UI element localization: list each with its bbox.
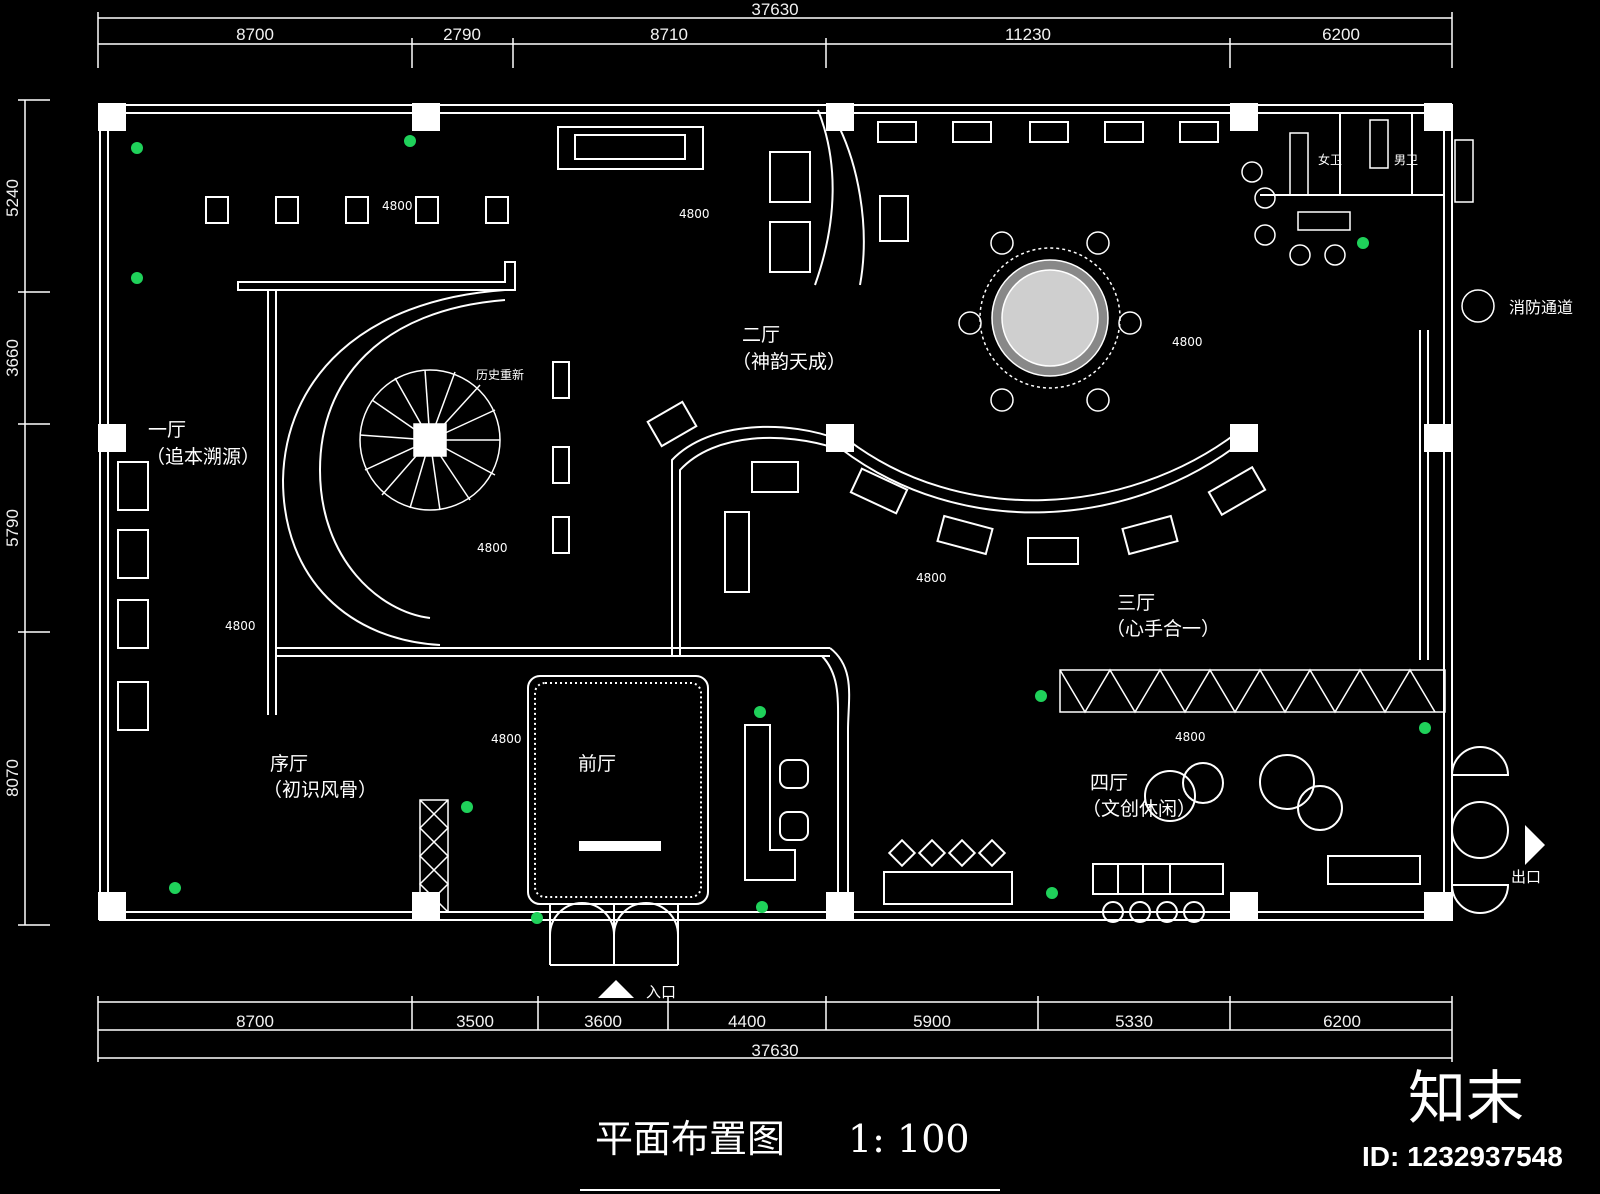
top-dim-1: 8700 xyxy=(236,25,274,44)
hall3-name: 三厅 xyxy=(1117,592,1155,614)
male-restroom-label: 男卫 xyxy=(1394,153,1418,167)
watermark-id: ID: 1232937548 xyxy=(1362,1141,1563,1172)
bottom-dim-7: 6200 xyxy=(1323,1012,1361,1031)
left-dim-3: 5790 xyxy=(3,509,22,547)
hall2-name: 二厅 xyxy=(742,324,780,346)
elevation-mark: 4800 xyxy=(382,199,413,213)
drawing-scale: 1: 100 xyxy=(848,1117,970,1161)
hall3-subtitle: （心手合一） xyxy=(1106,618,1220,640)
restroom-fixtures xyxy=(1241,119,1495,323)
drawing-title: 平面布置图 xyxy=(595,1117,785,1161)
top-dimension-lines xyxy=(18,12,1453,1062)
elevation-mark: 4800 xyxy=(225,619,256,633)
top-dim-3: 8710 xyxy=(650,25,688,44)
spiral-staircase xyxy=(359,369,501,511)
bottom-dim-6: 5330 xyxy=(1115,1012,1153,1031)
exit-label: 出口 xyxy=(1511,868,1541,886)
truss-structure xyxy=(418,668,1446,913)
elevation-mark: 4800 xyxy=(679,207,710,221)
bottom-dim-3: 3600 xyxy=(584,1012,622,1031)
display-cases-hall1 xyxy=(117,196,570,731)
hall4-name: 四厅 xyxy=(1090,772,1128,794)
left-dim-1: 5240 xyxy=(3,179,22,217)
prelude-hall-subtitle: （初识风骨） xyxy=(263,779,377,801)
bottom-dim-5: 5900 xyxy=(913,1012,951,1031)
prelude-hall-name: 序厅 xyxy=(270,753,308,775)
bottom-dim-1: 8700 xyxy=(236,1012,274,1031)
elevation-mark: 4800 xyxy=(1175,730,1206,744)
interior-walls xyxy=(237,109,1444,895)
exit-arrow-icon xyxy=(1525,825,1545,865)
hall1-name: 一厅 xyxy=(148,419,186,441)
lobby-area xyxy=(527,675,809,966)
display-cases-hall2 xyxy=(557,121,1219,273)
history-label: 历史重新 xyxy=(476,367,524,382)
elevation-mark: 4800 xyxy=(491,732,522,746)
fire-exit-label: 消防通道 xyxy=(1509,298,1573,317)
entrance-label: 入口 xyxy=(646,983,676,1001)
top-dim-2: 2790 xyxy=(443,25,481,44)
exit-door xyxy=(1450,746,1510,914)
watermark-brand: 知末 xyxy=(1408,1064,1524,1132)
left-dim-4: 8070 xyxy=(3,759,22,797)
elevation-marks: 4800 4800 4800 4800 4800 4800 4800 4800 xyxy=(225,199,1206,746)
elevation-mark: 4800 xyxy=(916,571,947,585)
overall-width-top: 37630 xyxy=(751,0,798,19)
hall2-subtitle: （神韵天成） xyxy=(732,351,846,373)
hall4-subtitle: （文创休闲） xyxy=(1082,798,1196,820)
top-dim-5: 6200 xyxy=(1322,25,1360,44)
hall4-furniture xyxy=(883,754,1421,923)
overall-width-bottom: 37630 xyxy=(751,1041,798,1060)
lobby-name: 前厅 xyxy=(578,753,616,775)
exterior-walls xyxy=(99,104,1453,921)
bottom-dim-2: 3500 xyxy=(456,1012,494,1031)
structural-columns xyxy=(98,103,1452,920)
left-dim-2: 3660 xyxy=(3,339,22,377)
display-cases-hall3 xyxy=(646,400,1267,593)
entrance-arrow-icon xyxy=(598,980,634,998)
plant-icons xyxy=(131,135,1431,924)
elevation-mark: 4800 xyxy=(477,541,508,555)
hall1-subtitle: （追本溯源） xyxy=(146,446,260,468)
central-round-platform xyxy=(958,231,1142,412)
female-restroom-label: 女卫 xyxy=(1318,152,1342,167)
top-dim-4: 11230 xyxy=(1005,25,1051,44)
elevation-mark: 4800 xyxy=(1172,335,1203,349)
bottom-dim-4: 4400 xyxy=(728,1012,766,1031)
